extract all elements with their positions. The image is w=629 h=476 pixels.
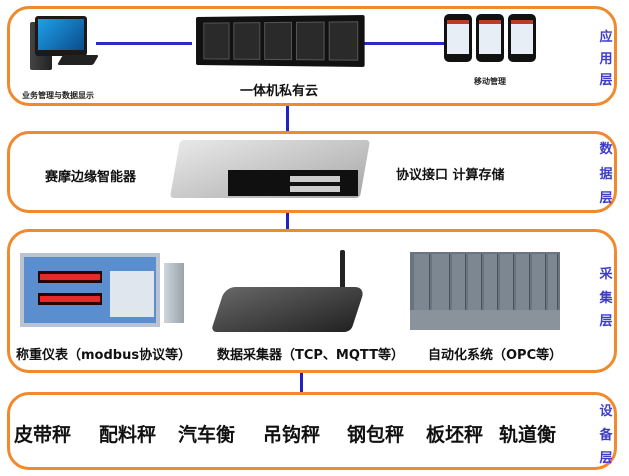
layer-label-char: 层	[599, 191, 613, 206]
protocol-compute-label: 协议接口 计算存储	[396, 168, 505, 183]
collection-layer-label: 采 集 层	[597, 263, 615, 329]
connector-server-mobile	[362, 42, 444, 45]
device-item-batching-scale: 配料秤	[99, 424, 157, 446]
layer-label-char: 应	[599, 30, 613, 45]
business-display-label: 业务管理与数据显示	[22, 91, 94, 100]
device-item-rail-scale: 轨道衡	[499, 424, 557, 446]
application-layer-label: 应 用 层	[597, 26, 615, 88]
device-item-hook-scale: 吊钩秤	[263, 424, 321, 446]
edge-device-label: 赛摩边缘智能器	[45, 170, 137, 185]
weighing-indicator-icon	[20, 253, 184, 327]
data-collector-router-icon	[210, 287, 366, 332]
connector-data-collection	[286, 213, 289, 229]
automation-system-label: 自动化系统（OPC等）	[428, 348, 563, 363]
device-item-truck-scale: 汽车衡	[178, 424, 236, 446]
device-item-belt-scale: 皮带秤	[14, 424, 72, 446]
private-cloud-label: 一体机私有云	[240, 84, 319, 99]
device-item-ladle-scale: 钢包秤	[347, 424, 405, 446]
layer-label-char: 据	[599, 166, 613, 182]
layer-label-char: 用	[599, 51, 613, 67]
weighing-indicator-label: 称重仪表（modbus协议等）	[16, 348, 192, 363]
device-item-slab-scale: 板坯秤	[426, 424, 484, 446]
connector-pc-server	[96, 42, 192, 45]
layer-label-char: 层	[599, 73, 613, 88]
plc-system-icon	[410, 252, 560, 330]
router-antenna-icon	[340, 250, 345, 310]
mobile-management-label: 移动管理	[474, 77, 506, 86]
layer-label-char: 数	[599, 142, 613, 157]
device-layer-label: 设 备 层	[597, 400, 615, 466]
layer-label-char: 备	[599, 427, 613, 443]
connector-collection-device	[300, 373, 303, 392]
data-collector-label: 数据采集器（TCP、MQTT等）	[217, 348, 404, 363]
layer-label-char: 层	[599, 314, 613, 329]
device-layer-box	[7, 392, 617, 470]
server-icon	[196, 14, 365, 68]
connector-app-data	[286, 106, 289, 131]
layer-label-char: 设	[599, 404, 613, 419]
layer-label-char: 集	[599, 290, 613, 306]
layer-label-char: 采	[599, 267, 613, 282]
data-layer-label: 数 据 层	[597, 138, 615, 206]
layer-label-char: 层	[599, 451, 613, 466]
